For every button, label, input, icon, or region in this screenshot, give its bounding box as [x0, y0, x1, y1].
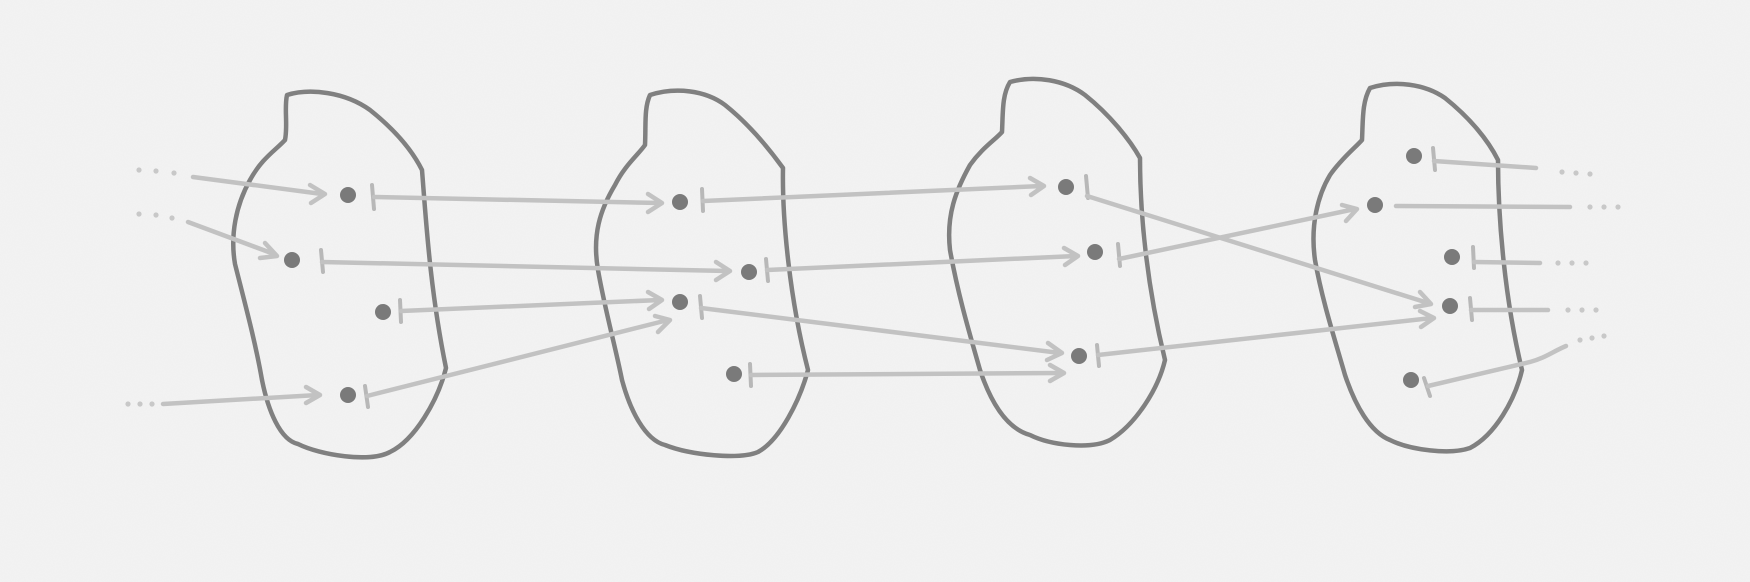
ellipsis-dot — [1573, 170, 1579, 176]
tee-marker — [1471, 245, 1476, 270]
node — [1087, 244, 1103, 260]
ellipsis-dot — [149, 401, 155, 407]
blob-1 — [231, 89, 449, 460]
node — [284, 252, 300, 268]
node — [1058, 179, 1074, 195]
arrow — [764, 253, 1079, 273]
arrowhead — [645, 191, 665, 215]
blob-group — [231, 76, 1525, 460]
arrow — [1095, 315, 1435, 358]
blob-4 — [1311, 81, 1525, 454]
arrowhead — [1339, 202, 1360, 224]
ellipsis-dot — [153, 212, 159, 218]
ellipsis-dot — [171, 170, 177, 176]
ellipsis-dot — [125, 401, 131, 407]
node — [340, 387, 356, 403]
node — [672, 194, 688, 210]
node — [726, 366, 742, 382]
arrow — [1431, 158, 1539, 171]
ellipsis-dot — [1565, 307, 1571, 313]
tee-marker — [1116, 242, 1122, 268]
node — [1406, 148, 1422, 164]
arrowhead — [713, 259, 733, 283]
ellipsis-dot — [1583, 260, 1589, 266]
arrow — [371, 194, 663, 206]
node — [741, 264, 757, 280]
arrow — [700, 183, 1045, 204]
arrowhead — [1044, 340, 1065, 363]
ellipsis-dot — [1593, 307, 1599, 313]
outgoing-ellipses — [1555, 169, 1621, 343]
arrowhead — [1047, 362, 1067, 384]
ellipsis-dot — [1569, 260, 1575, 266]
ellipsis-dot — [1601, 333, 1607, 339]
ellipsis-dot — [1579, 307, 1585, 313]
node — [672, 294, 688, 310]
blob-2 — [593, 88, 811, 459]
arrow — [1084, 193, 1431, 306]
arrowhead — [645, 289, 665, 312]
ellipsis-dot — [1587, 171, 1593, 177]
node — [1444, 249, 1460, 265]
ellipsis-dot — [136, 211, 142, 217]
ellipsis-dot — [1555, 260, 1561, 266]
node — [1071, 348, 1087, 364]
node — [1442, 298, 1458, 314]
arrow — [398, 297, 663, 314]
arrowhead — [257, 240, 280, 261]
node — [1403, 372, 1419, 388]
ellipsis-dot — [1587, 204, 1593, 210]
ellipsis-dot — [1601, 204, 1607, 210]
arrow — [160, 392, 321, 407]
arrow — [319, 259, 731, 274]
arrowhead — [1027, 175, 1047, 198]
arrowhead — [1412, 289, 1434, 310]
ellipsis-dot — [1615, 204, 1621, 210]
arrowhead — [652, 313, 673, 335]
arrowhead — [1417, 308, 1437, 330]
ellipsis-dot — [1559, 169, 1565, 175]
arrowhead — [307, 182, 328, 206]
arrowhead — [303, 384, 323, 406]
node-group — [284, 148, 1460, 403]
incoming-ellipses — [125, 167, 177, 407]
ellipsis-dot — [136, 167, 142, 173]
ellipsis-dot — [153, 168, 159, 174]
arrow-group — [160, 146, 1573, 409]
ellipsis-dot — [169, 215, 175, 221]
arrow — [1471, 259, 1543, 266]
node — [1367, 197, 1383, 213]
arrow — [185, 219, 277, 257]
ellipsis-dot — [137, 401, 143, 407]
node — [375, 304, 391, 320]
ellipsis-dot — [1589, 335, 1595, 341]
arrow — [364, 317, 671, 399]
arrow — [698, 305, 1063, 356]
ellipsis-dot — [1577, 337, 1583, 343]
arrow — [748, 370, 1065, 378]
arrow — [1393, 203, 1573, 210]
arrow — [1116, 206, 1358, 262]
node — [340, 187, 356, 203]
arrow — [190, 174, 325, 197]
arrowhead — [1061, 245, 1081, 268]
blob-3 — [946, 76, 1168, 448]
arrow — [1425, 343, 1569, 389]
